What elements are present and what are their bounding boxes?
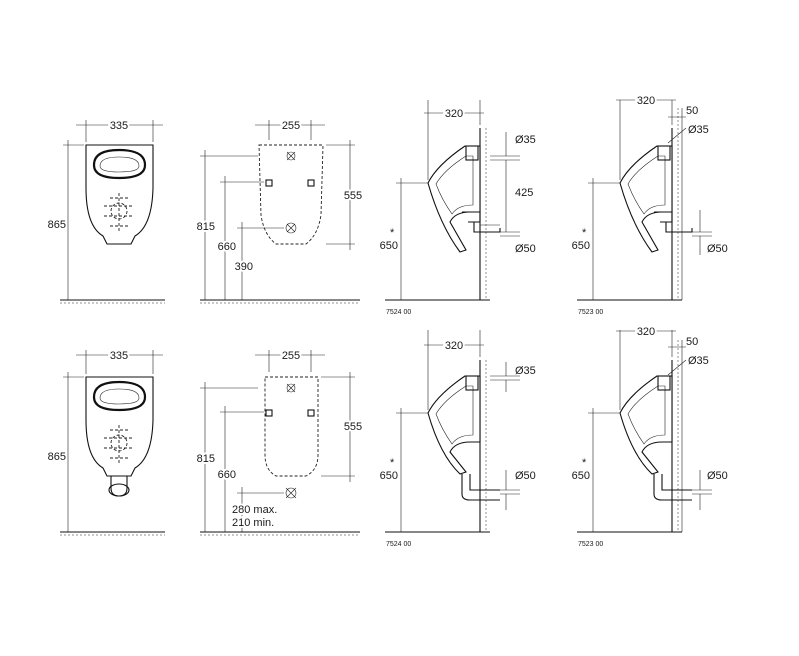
side-a-bottom-code: 7524 00 [386, 541, 411, 548]
side-b-bottom-depth-label: 320 [637, 326, 655, 338]
rear-top-width-label: 255 [282, 120, 300, 132]
front-bottom-height-label: 865 [48, 451, 66, 463]
side-b-top-outlet-label: Ø50 [707, 243, 728, 255]
spray-pattern-bottom [104, 425, 134, 465]
side-a-top-code: 7524 00 [386, 309, 411, 316]
rear-view-bottom: 255 815 660 280 max. 210 min. 555 [195, 348, 364, 536]
side-a-bottom-star: * [390, 457, 395, 469]
rear-bottom-h2-label: 660 [218, 469, 236, 481]
front-view-top: 335 865 [48, 118, 165, 304]
rear-bottom-outlet-max-label: 280 max. [232, 504, 277, 516]
side-b-top-offset-label: 50 [686, 105, 698, 117]
side-a-top-star: * [390, 227, 395, 239]
side-view-a-bottom: 320 Ø35 Ø50 * 650 7524 00 [378, 330, 536, 548]
side-view-b-top: 320 50 Ø35 Ø50 * 650 7523 00 [570, 93, 728, 316]
rear-top-h4-label: 555 [344, 190, 362, 202]
rear-top-h3-label: 390 [235, 261, 253, 273]
side-b-bottom-height-label: 650 [572, 470, 590, 482]
rear-bottom-width-label: 255 [282, 350, 300, 362]
front-bottom-width-label: 335 [110, 350, 128, 362]
side-b-top-inlet-label: Ø35 [688, 124, 709, 136]
spray-pattern [104, 193, 134, 233]
rear-bottom-outlet-min-label: 210 min. [232, 517, 274, 529]
rear-top-h2-label: 660 [218, 241, 236, 253]
rear-top-h1-label: 815 [197, 221, 215, 233]
side-a-bottom-inlet-label: Ø35 [515, 365, 536, 377]
side-a-top-outlet-label: Ø50 [515, 243, 536, 255]
side-view-a-top: 320 Ø35 425 Ø50 * 650 7524 00 [378, 100, 536, 316]
side-a-bottom-outlet-label: Ø50 [515, 470, 536, 482]
side-a-top-height-label: 650 [380, 240, 398, 252]
side-b-bottom-outlet-label: Ø50 [707, 470, 728, 482]
side-b-bottom-star: * [582, 457, 587, 469]
side-a-bottom-height-label: 650 [380, 470, 398, 482]
side-b-top-star: * [582, 227, 587, 239]
side-b-top-height-label: 650 [572, 240, 590, 252]
front-top-height-label: 865 [48, 219, 66, 231]
side-b-top-depth-label: 320 [637, 95, 655, 107]
side-b-bottom-code: 7523 00 [578, 541, 603, 548]
side-a-bottom-depth-label: 320 [445, 340, 463, 352]
rear-bottom-h4-label: 555 [344, 421, 362, 433]
rear-bottom-h1-label: 815 [197, 453, 215, 465]
side-a-top-inlet-label: Ø35 [515, 134, 536, 146]
front-view-bottom: 335 865 [48, 348, 165, 536]
side-view-b-bottom: 320 50 Ø35 Ø50 * 650 7523 00 [570, 324, 728, 548]
side-a-top-spacing-label: 425 [515, 187, 533, 199]
side-b-top-code: 7523 00 [578, 309, 603, 316]
side-b-bottom-inlet-label: Ø35 [688, 355, 709, 367]
rear-view-top: 255 815 660 390 555 [195, 118, 364, 304]
front-top-width-label: 335 [110, 120, 128, 132]
side-a-top-depth-label: 320 [445, 108, 463, 120]
side-b-bottom-offset-label: 50 [686, 336, 698, 348]
